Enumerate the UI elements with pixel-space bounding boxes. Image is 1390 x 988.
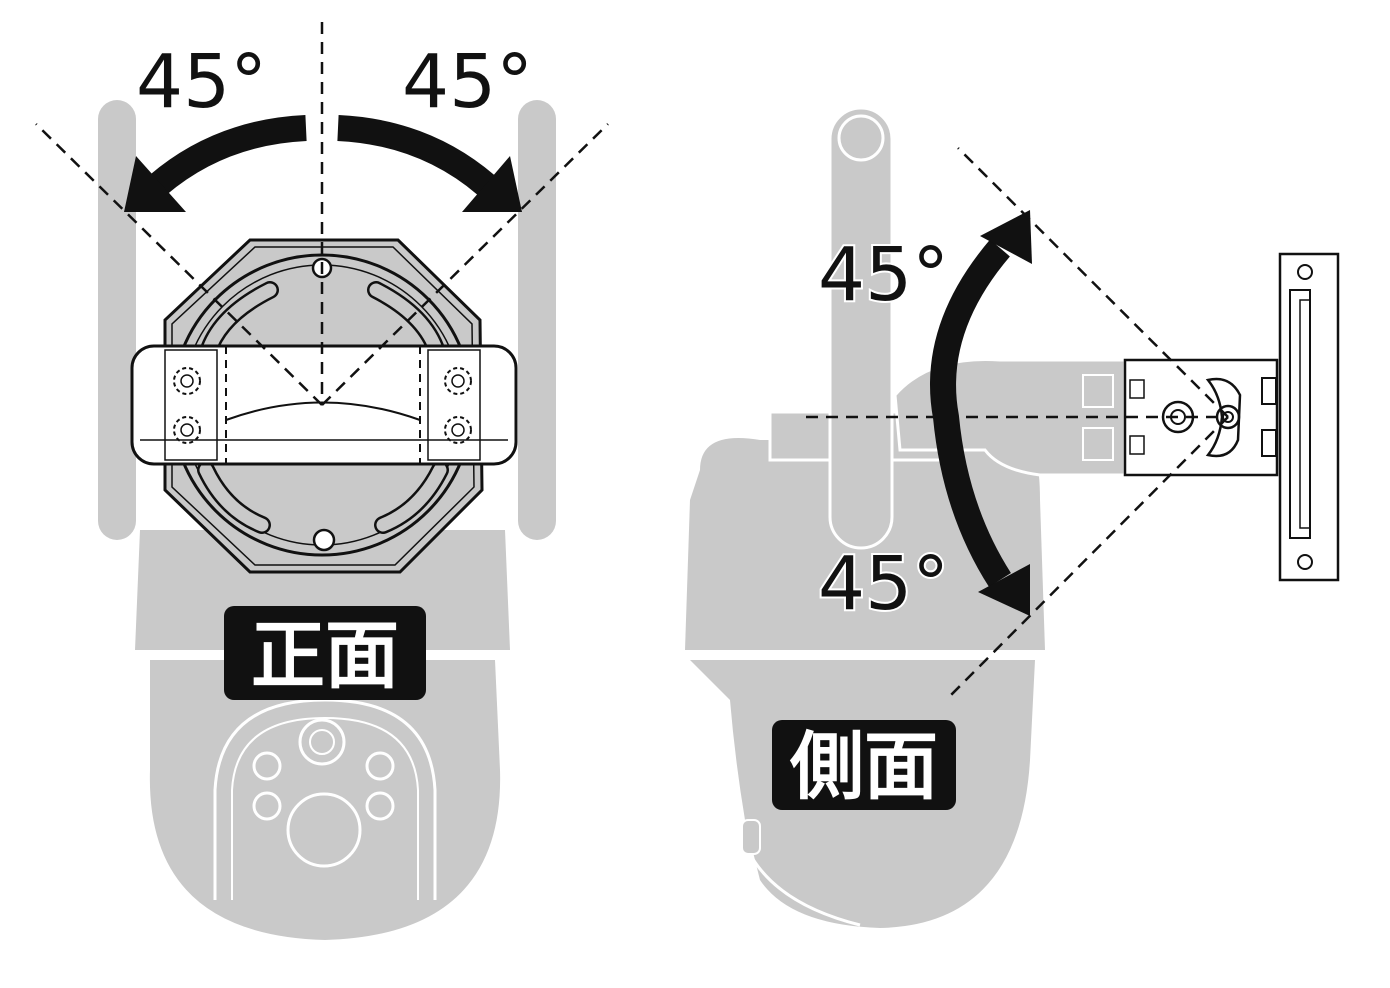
side-arrowhead-bottom [978, 564, 1030, 616]
side-antenna [828, 106, 894, 550]
front-main-lens [286, 792, 362, 868]
front-ir-led [252, 751, 282, 781]
side-plate-hole [1297, 264, 1313, 280]
front-bolt [444, 367, 472, 395]
front-label-badge [224, 606, 426, 700]
side-angle-bottom: 45° [818, 541, 949, 627]
side-view: 45° 45° 側面 [685, 106, 1340, 928]
front-view: 45° 45° 正面 [35, 22, 609, 940]
front-lower-dome [149, 660, 501, 940]
front-arrowhead-right [462, 156, 522, 212]
front-antenna-left [98, 100, 136, 540]
front-right-guide [321, 123, 609, 406]
side-label-badge [772, 720, 956, 810]
front-ir-led [365, 791, 395, 821]
front-angle-right: 45° [402, 39, 533, 125]
front-angle-left: 45° [136, 39, 267, 125]
front-ir-led [252, 791, 282, 821]
front-rotation-arrow [149, 115, 307, 195]
front-arrowhead-left [124, 156, 186, 212]
side-lower-guide [949, 416, 1229, 697]
front-ir-led [365, 751, 395, 781]
front-antenna-right [518, 100, 556, 540]
front-left-guide [35, 123, 323, 406]
side-tilt-arrow [930, 239, 1011, 588]
front-label: 正面 [251, 613, 399, 699]
side-arrowhead-top [980, 210, 1032, 264]
front-sensor [298, 718, 346, 766]
side-plate-hole [1297, 554, 1313, 570]
side-upper-guide [957, 147, 1229, 418]
front-bolt [173, 416, 201, 444]
front-screw-hole [312, 528, 336, 552]
front-bracket [130, 344, 518, 466]
front-bolt [173, 367, 201, 395]
front-bolt [444, 416, 472, 444]
side-label: 側面 [789, 724, 938, 810]
side-angle-top: 45° [818, 232, 949, 318]
